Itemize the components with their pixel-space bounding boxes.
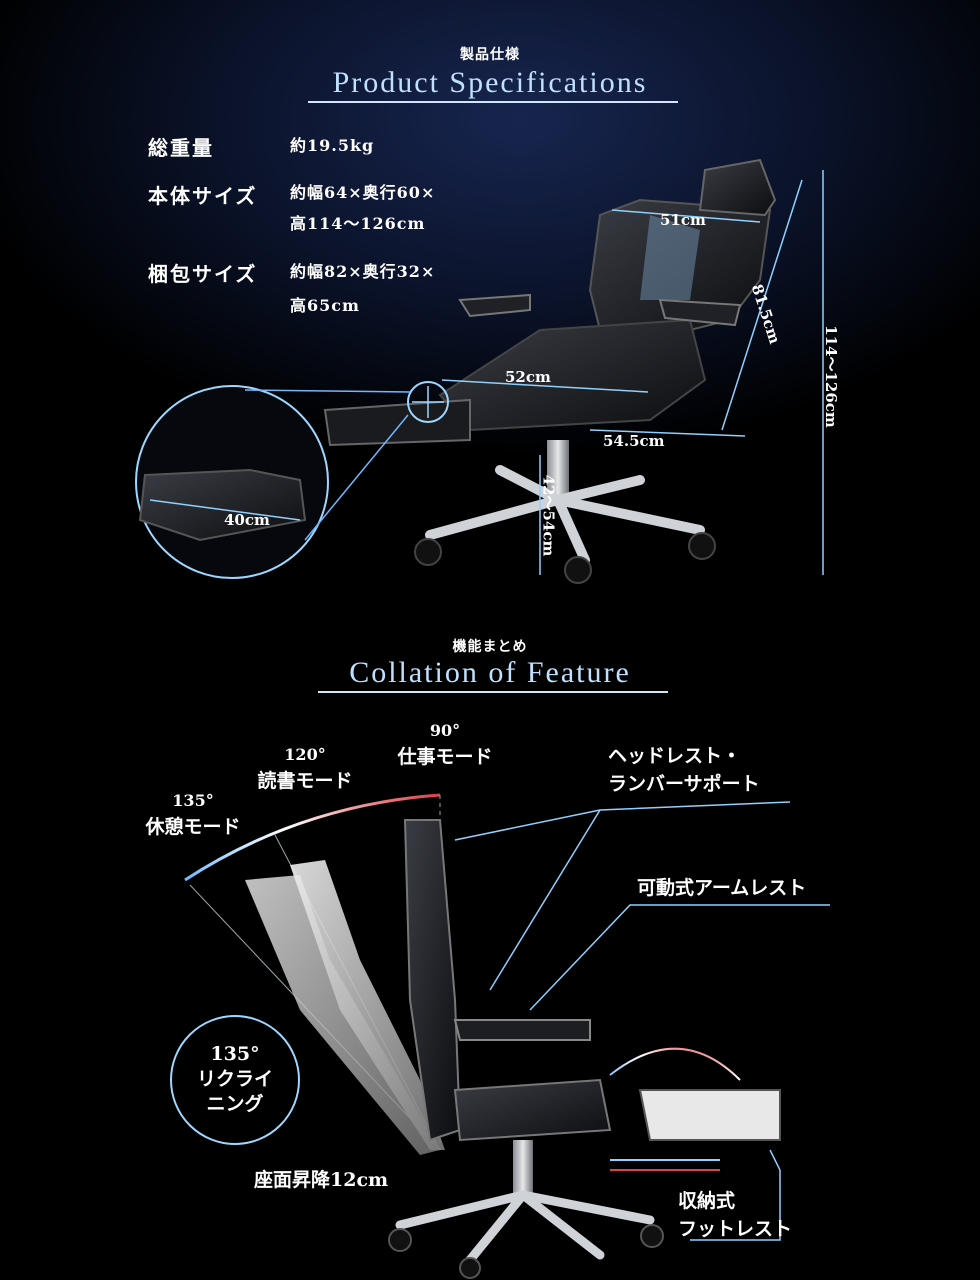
spec-value-package-size-1: 約幅82×奥行32× xyxy=(290,262,436,281)
spec-title-jp: 製品仕様 xyxy=(460,47,520,63)
mode-120-label: 読書モード xyxy=(257,770,353,792)
headrest xyxy=(698,158,777,217)
spec-label-package-size: 梱包サイズ xyxy=(148,262,258,286)
dim-seat-depth: 54.5cm xyxy=(603,432,665,450)
gas-lift xyxy=(547,440,569,500)
callout-footrest: 収納式 フットレスト xyxy=(678,1187,792,1243)
spec-label-weight: 総重量 xyxy=(148,136,214,160)
spec-value-weight: 約19.5kg xyxy=(290,136,375,155)
spec-value-body-size-2: 高114〜126cm xyxy=(290,214,426,233)
feature-title-jp: 機能まとめ xyxy=(452,639,528,655)
zoom-target xyxy=(407,381,449,423)
spec-title-underline xyxy=(308,101,678,103)
spec-title-en: Product Specifications xyxy=(332,66,648,99)
callout-footrest-line1: 収納式 xyxy=(678,1190,736,1212)
mode-135: 135° 休憩モード xyxy=(133,788,253,840)
feature-armrest xyxy=(453,1019,591,1041)
footrest xyxy=(323,398,471,447)
feature-title-underline xyxy=(318,691,668,693)
mode-120-deg: 120° xyxy=(284,745,326,764)
recline-badge-line1: リクライ xyxy=(196,1068,273,1090)
feature-base xyxy=(395,1190,655,1265)
mode-90-label: 仕事モード xyxy=(397,746,493,768)
recline-badge-line2: ニング xyxy=(206,1093,264,1115)
dim-seat-width: 52cm xyxy=(505,368,551,386)
feature-title-en: Collation of Feature xyxy=(349,656,631,689)
feature-seat xyxy=(453,1078,612,1142)
chair-base xyxy=(425,465,705,565)
mode-90: 90° 仕事モード xyxy=(385,718,505,770)
callout-seat-lift: 座面昇降12cm xyxy=(254,1169,389,1191)
mode-120: 120° 読書モード xyxy=(245,742,365,794)
dim-footrest-width: 40cm xyxy=(224,511,270,529)
footrest-swing-arrow xyxy=(609,1047,741,1081)
armrest-right xyxy=(658,298,742,327)
recline-badge-circle xyxy=(170,1015,300,1145)
callout-footrest-line2: フットレスト xyxy=(678,1218,793,1240)
dim-backrest-width: 51cm xyxy=(660,211,706,229)
recline-badge-deg: 135° xyxy=(210,1043,260,1065)
callout-headrest-line2: ランバーサポート xyxy=(608,773,760,795)
backrest xyxy=(588,158,777,331)
spec-label-body-size: 本体サイズ xyxy=(148,184,258,208)
seat xyxy=(438,318,707,432)
feature-footrest xyxy=(638,1089,781,1141)
mode-90-deg: 90° xyxy=(429,721,461,740)
ghost-backrest-120 xyxy=(290,860,445,1150)
dim-seat-height: 42〜54cm xyxy=(539,474,558,557)
footrest-detail xyxy=(138,468,307,542)
mode-135-label: 休憩モード xyxy=(145,816,241,838)
casters xyxy=(414,532,716,584)
recline-badge: 135° リクライ ニング xyxy=(180,1042,290,1117)
callout-headrest-line1: ヘッドレスト・ xyxy=(608,745,742,767)
callout-armrest: 可動式アームレスト xyxy=(637,877,807,899)
recline-arc xyxy=(184,793,441,882)
spec-value-body-size-1: 約幅64×奥行60× xyxy=(290,183,436,202)
mode-135-deg: 135° xyxy=(172,791,214,810)
spec-value-package-size-2: 高65cm xyxy=(290,296,360,315)
dim-total-height: 114〜126cm xyxy=(821,325,840,428)
callout-lines xyxy=(454,801,830,1241)
dimension-lines xyxy=(441,170,824,575)
callout-headrest: ヘッドレスト・ ランバーサポート xyxy=(608,742,760,798)
armrest-left xyxy=(458,293,531,318)
